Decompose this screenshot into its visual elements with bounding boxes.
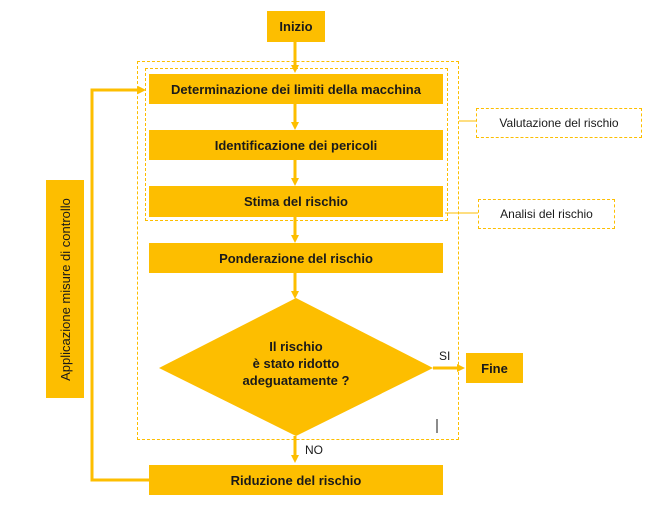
- analysis-annotation: Analisi del rischio: [478, 199, 615, 229]
- analysis-annotation-label: Analisi del rischio: [500, 207, 593, 221]
- control-measures-box: Applicazione misure di controllo: [46, 180, 84, 398]
- decision-line-3: adeguatamente ?: [242, 373, 350, 388]
- step-reduction: Riduzione del rischio: [149, 465, 443, 495]
- decision-diamond: [159, 298, 433, 436]
- decision-line-1: Il rischio: [269, 339, 323, 354]
- loop-back-line: [90, 86, 149, 482]
- step-estimation: Stima del rischio: [149, 186, 443, 217]
- analysis-group: [145, 68, 448, 221]
- control-measures-label: Applicazione misure di controllo: [57, 197, 73, 381]
- no-label: NO: [305, 443, 323, 457]
- end-label: Fine: [481, 360, 508, 376]
- step-hazards: Identificazione dei pericoli: [149, 130, 443, 160]
- step-weighting: Ponderazione del rischio: [149, 243, 443, 273]
- step-estimation-label: Stima del rischio: [243, 194, 349, 209]
- start-node: Inizio: [267, 11, 325, 42]
- evaluation-group: [137, 61, 459, 440]
- step-limits: Determinazione dei limiti della macchina: [149, 74, 443, 104]
- step-hazards-label: Identificazione dei pericoli: [214, 137, 378, 153]
- start-label: Inizio: [279, 19, 313, 34]
- end-node: Fine: [466, 353, 523, 383]
- step-weighting-label: Ponderazione del rischio: [219, 250, 373, 266]
- decision-line-2: è stato ridotto: [252, 356, 340, 371]
- yes-label: SI: [439, 349, 451, 363]
- evaluation-annotation: Valutazione del rischio: [476, 108, 642, 138]
- evaluation-annotation-label: Valutazione del rischio: [499, 116, 619, 130]
- step-limits-label: Determinazione dei limiti della macchina: [171, 81, 421, 97]
- decision-text: Il rischio è stato ridotto adeguatamente…: [196, 338, 396, 389]
- step-reduction-label: Riduzione del rischio: [230, 472, 362, 488]
